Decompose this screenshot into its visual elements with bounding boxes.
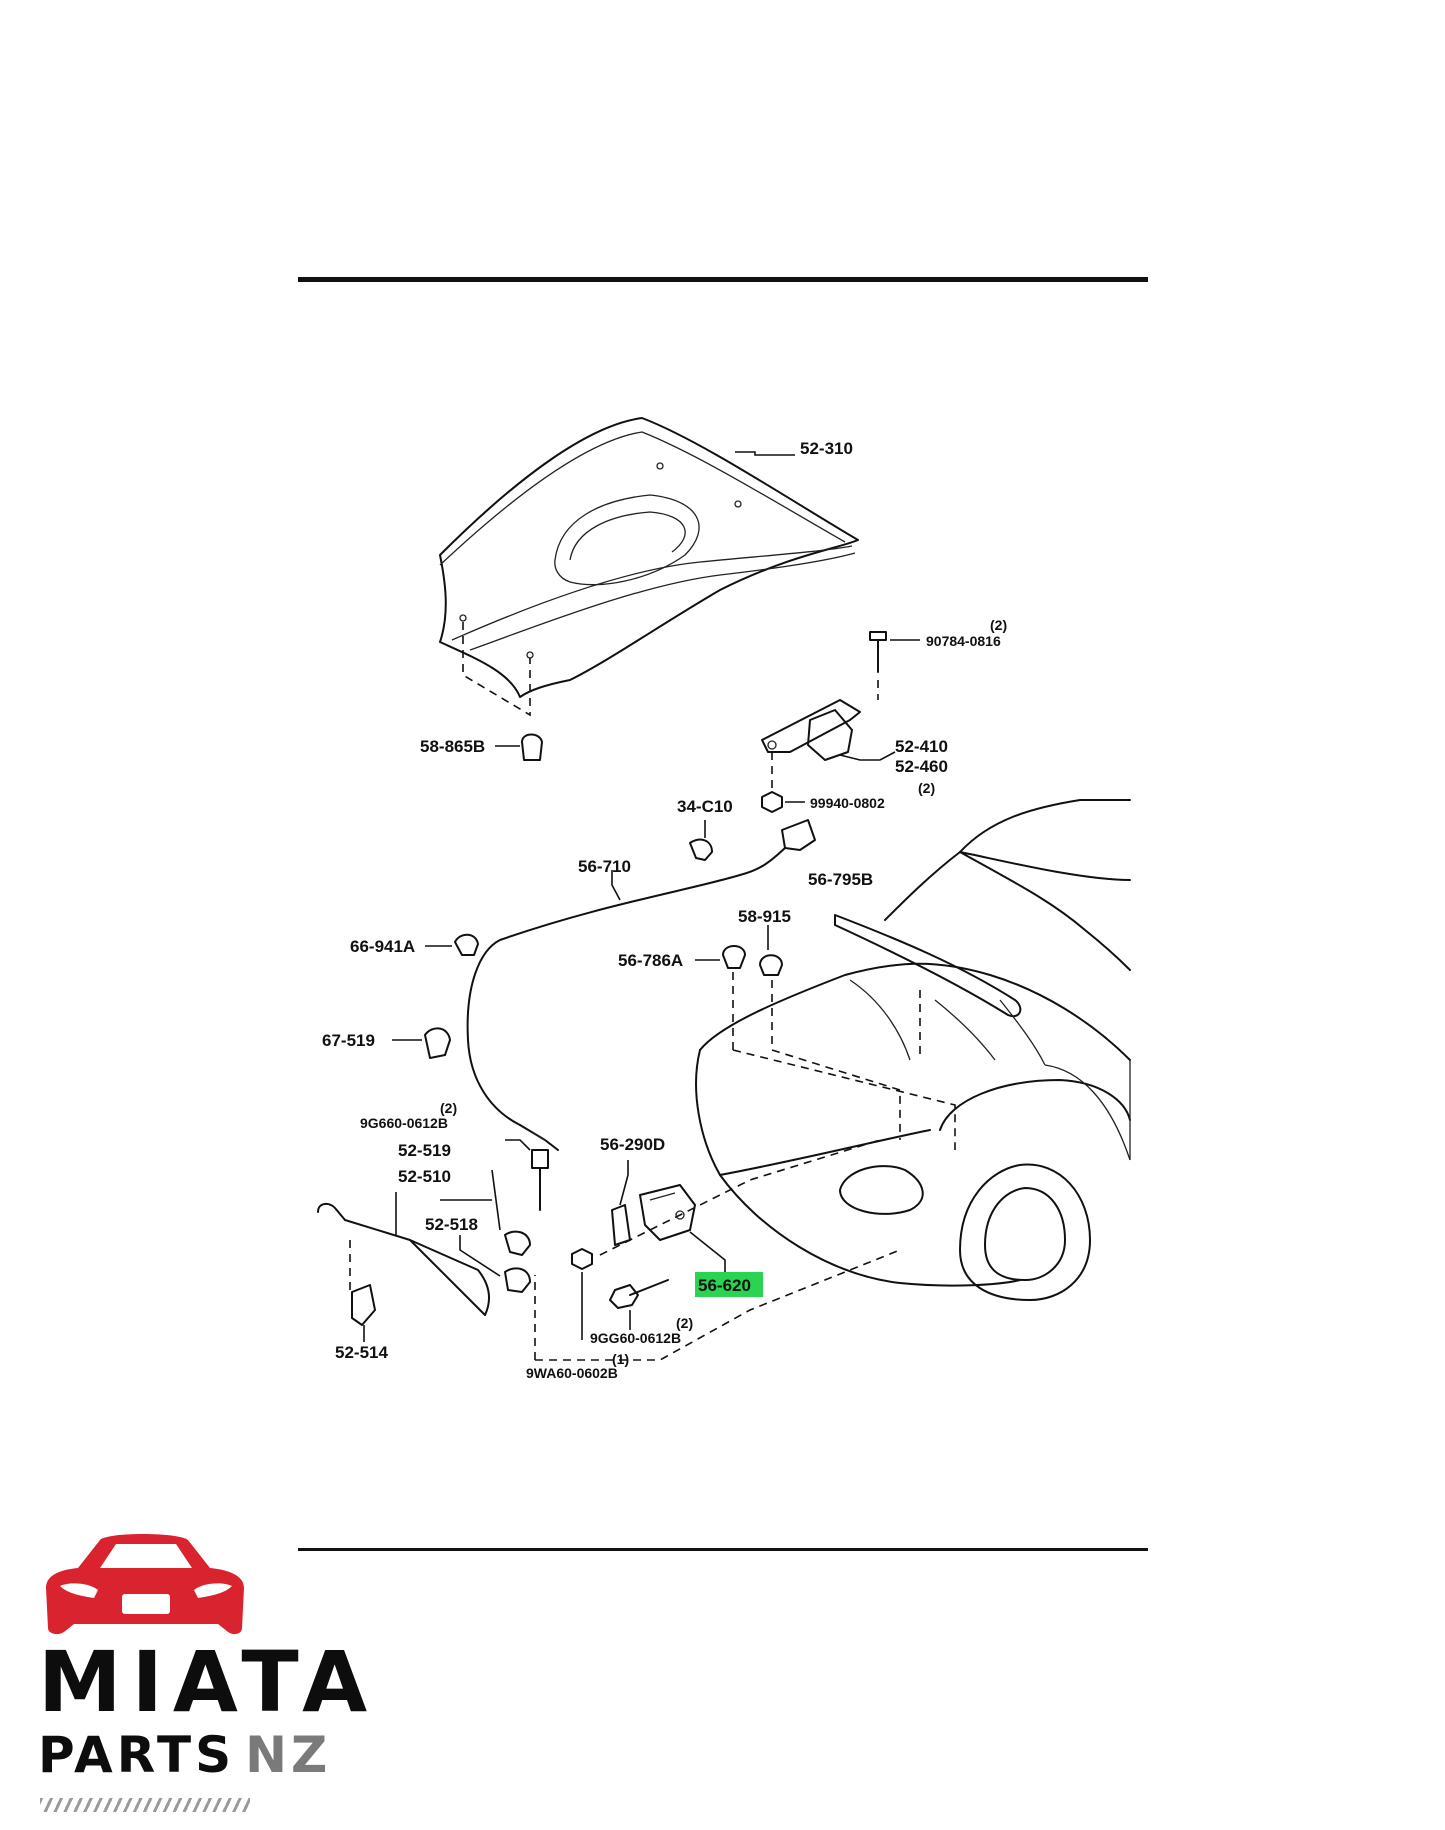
- callout-cable: 56-710: [578, 857, 631, 876]
- prop-holder-part: [504, 1267, 531, 1293]
- callout-prop-clip: 52-514: [335, 1343, 388, 1362]
- cushion-part: [759, 954, 783, 976]
- lower-bolt-part: [609, 1284, 639, 1309]
- callout-bolt-lower: 9GG60-0612B: [590, 1330, 681, 1346]
- hood-leader: [735, 451, 795, 456]
- clip-c10-part: [689, 838, 713, 861]
- callout-grommet: 52-519: [398, 1141, 451, 1160]
- grommet-part: [504, 1230, 531, 1256]
- callout-latch-bracket: 56-290D: [600, 1135, 665, 1154]
- bumper-a-part: [722, 945, 746, 969]
- hood-panel: [439, 417, 859, 698]
- car-body: [695, 799, 1131, 1301]
- brand-parts: PARTS: [38, 1726, 236, 1784]
- callout-clip-941: 66-941A: [350, 937, 415, 956]
- lower-nut-part: [571, 1248, 593, 1270]
- callout-hinge-r: 52-460: [895, 757, 948, 776]
- callout-seal: 56-795B: [808, 870, 873, 889]
- callout-bolt-hinge-qty: (2): [990, 617, 1007, 633]
- clip-519-part: [424, 1027, 451, 1059]
- hood-dash: [462, 622, 531, 717]
- callout-bolt-hinge: 90784-0816: [926, 633, 1001, 649]
- callout-nut-lower-qty: (1): [612, 1351, 629, 1367]
- release-cable: [466, 819, 816, 1151]
- brand-nz: NZ: [245, 1726, 332, 1784]
- callout-clip-519: 67-519: [322, 1031, 375, 1050]
- callout-bolt-latch-qty: (2): [440, 1100, 457, 1116]
- callout-prop-rod: 52-510: [398, 1167, 451, 1186]
- callout-bumper-a: 56-786A: [618, 951, 683, 970]
- latch-highlight: [695, 1272, 763, 1297]
- callout-hinge-l: 52-410: [895, 737, 948, 756]
- latch-bracket-part: [611, 1204, 631, 1246]
- callout-prop-holder: 52-518: [425, 1215, 478, 1234]
- callout-latch: 56-620: [698, 1276, 751, 1295]
- callout-nut-lower: 9WA60-0602B: [526, 1365, 618, 1381]
- hinge-nut: [761, 791, 783, 813]
- stopper-part: [521, 733, 543, 761]
- callout-nut-hinge: 99940-0802: [810, 795, 885, 811]
- callout-cushion: 58-915: [738, 907, 791, 926]
- top-rule: [298, 277, 1148, 282]
- callout-bolt-latch: 9G660-0612B: [360, 1115, 448, 1131]
- callout-stopper: 58-865B: [420, 737, 485, 756]
- clip-941-part: [454, 933, 479, 956]
- hinge-part: [761, 631, 887, 761]
- seal-part: [834, 914, 1022, 1018]
- prop-clip-part: [351, 1284, 376, 1326]
- callout-clip-c10: 34-C10: [677, 797, 733, 816]
- car-logo-icon: [46, 1534, 244, 1635]
- callout-hood: 52-310: [800, 439, 853, 458]
- callout-nut-hinge-qty: (2): [918, 780, 935, 796]
- latch-part: [639, 1184, 696, 1241]
- prop-rod-part: [317, 1202, 491, 1316]
- latch-bolt-part: [531, 1149, 549, 1169]
- callout-bolt-lower-qty: (2): [676, 1315, 693, 1331]
- brand-stripes: [40, 1798, 250, 1812]
- bottom-rule: [298, 1548, 1148, 1551]
- brand-line-1: MIATA: [38, 1633, 378, 1731]
